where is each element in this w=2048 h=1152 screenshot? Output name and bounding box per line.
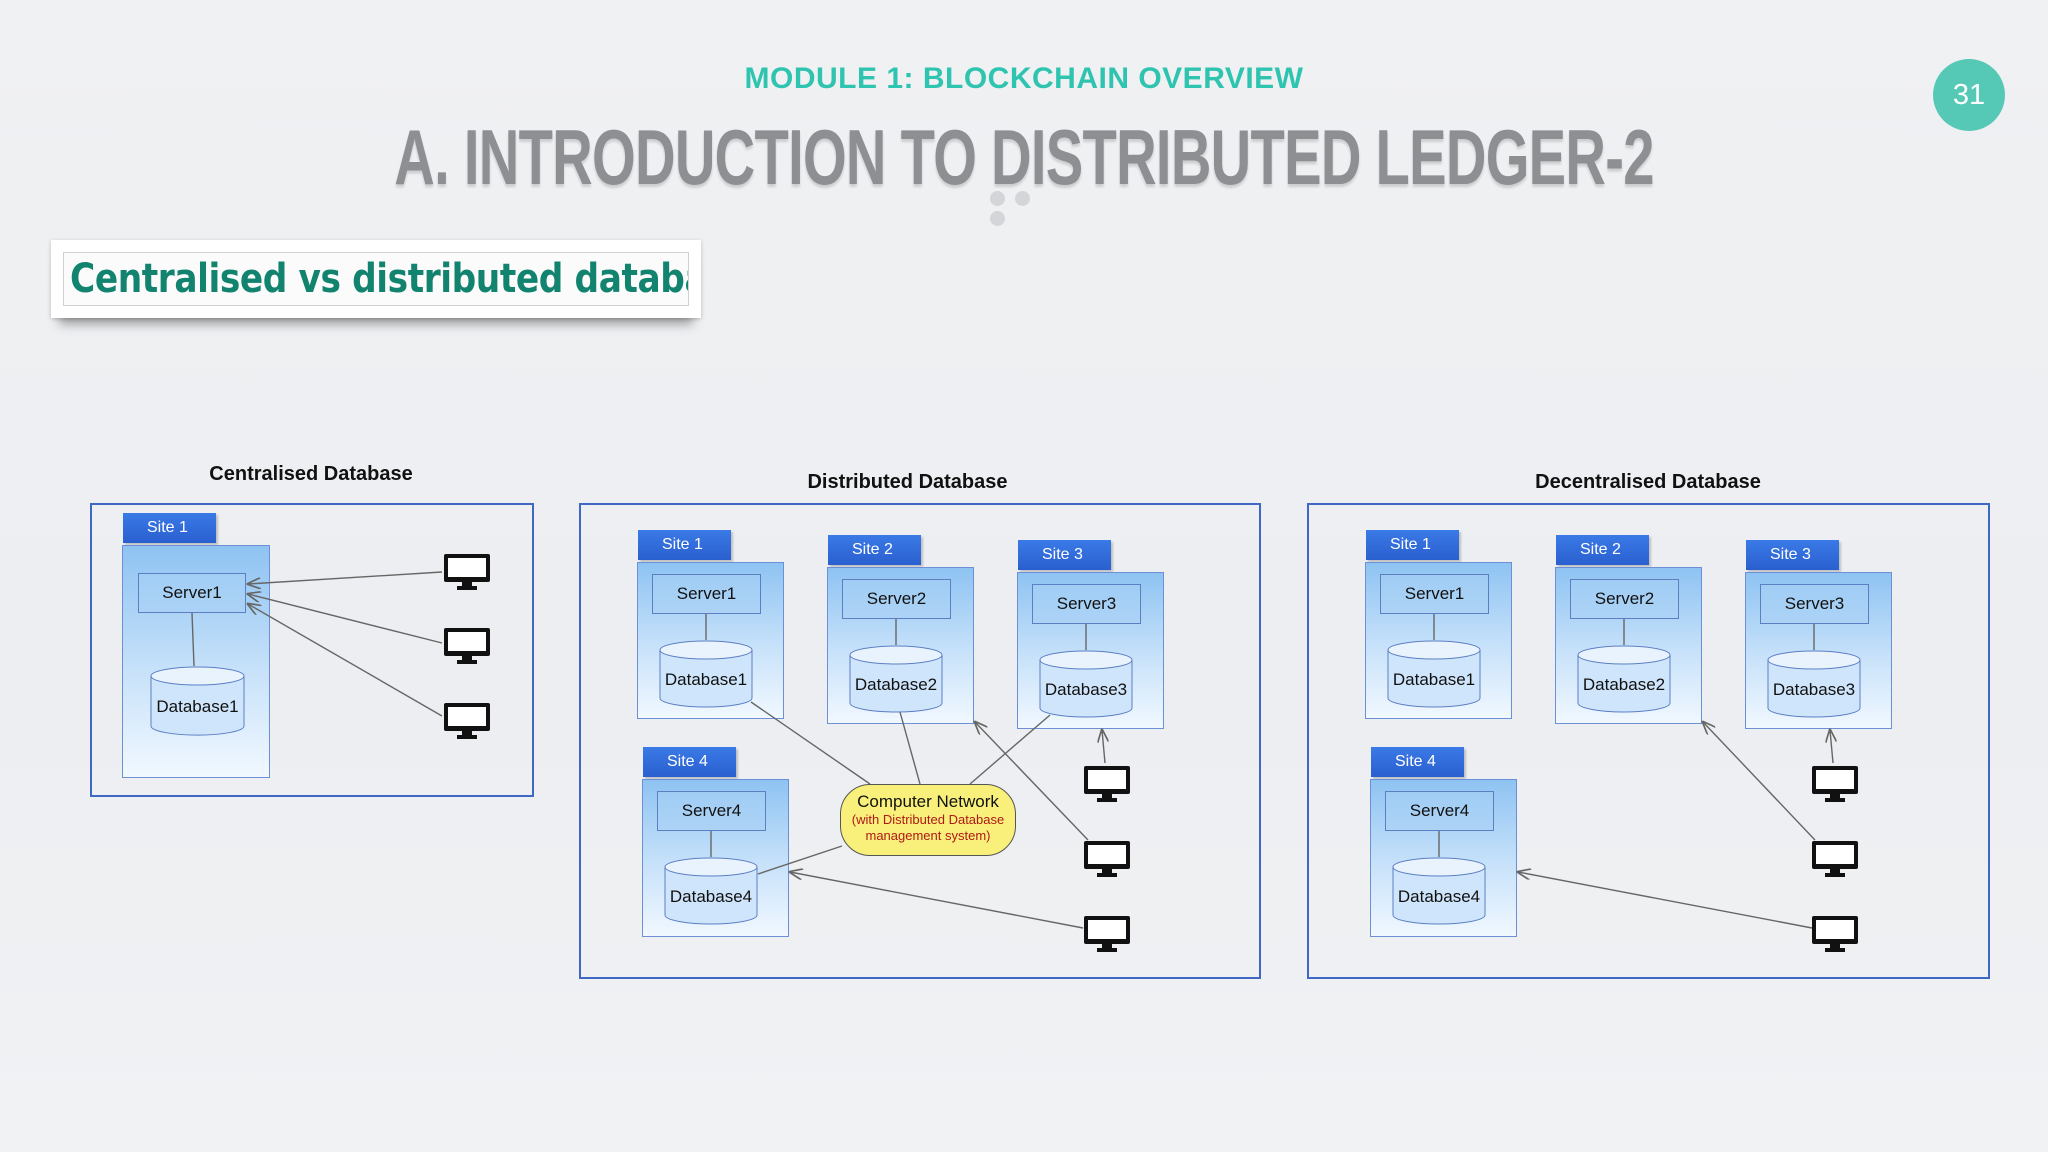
site-tab: Site 1: [1366, 530, 1459, 560]
subtitle-text: Centralised vs distributed databases: [70, 256, 688, 302]
server-box: Server3: [1032, 584, 1141, 624]
database-label: Database1: [664, 670, 748, 689]
site-tab: Site 4: [1371, 747, 1464, 777]
database-cylinder: Database2: [1577, 645, 1671, 713]
server-box: Server2: [1570, 579, 1679, 619]
decentralised-title: Decentralised Database: [1535, 471, 1761, 493]
monitor-icon: [1083, 915, 1131, 953]
server-box: Server2: [842, 579, 951, 619]
server-box: Server1: [652, 574, 761, 614]
database-cylinder: Database1: [150, 666, 245, 736]
slide-title: A. INTRODUCTION TO DISTRIBUTED LEDGER-2: [394, 113, 1654, 201]
subtitle-card: Centralised vs distributed databases: [51, 240, 701, 318]
monitor-icon: [1083, 765, 1131, 803]
network-label: Computer Network: [857, 792, 999, 811]
database-label: Database3: [1044, 680, 1128, 699]
server-box: Server4: [657, 791, 766, 831]
monitor-icon: [1811, 840, 1859, 878]
database-cylinder: Database4: [1392, 857, 1486, 925]
site-tab: Site 3: [1018, 540, 1111, 570]
centralised-title: Centralised Database: [209, 463, 413, 485]
server-box: Server4: [1385, 791, 1494, 831]
pager-dots: [990, 191, 1060, 226]
database-cylinder: Database1: [659, 640, 753, 708]
site-tab: Site 1: [123, 513, 216, 543]
database-cylinder: Database1: [1387, 640, 1481, 708]
server-box: Server1: [138, 573, 246, 613]
site-tab: Site 1: [638, 530, 731, 560]
database-label: Database2: [854, 675, 938, 694]
distributed-title: Distributed Database: [807, 471, 1008, 493]
database-label: Database4: [1397, 887, 1481, 906]
database-label: Database4: [669, 887, 753, 906]
database-cylinder: Database4: [664, 857, 758, 925]
site-tab: Site 2: [828, 535, 921, 565]
database-label: Database3: [1772, 680, 1856, 699]
database-label: Database1: [1392, 670, 1476, 689]
site-tab: Site 2: [1556, 535, 1649, 565]
database-cylinder: Database2: [849, 645, 943, 713]
database-label: Database1: [156, 697, 239, 716]
monitor-icon: [1083, 840, 1131, 878]
page-number-badge: 31: [1933, 59, 2005, 131]
module-heading: MODULE 1: BLOCKCHAIN OVERVIEW: [744, 62, 1304, 95]
monitor-icon: [443, 553, 491, 591]
network-sublabel: (with Distributed Database: [851, 812, 1005, 827]
site-tab: Site 4: [643, 747, 736, 777]
server-box: Server3: [1760, 584, 1869, 624]
database-cylinder: Database3: [1039, 650, 1133, 718]
monitor-icon: [1811, 915, 1859, 953]
site-tab: Site 3: [1746, 540, 1839, 570]
server-box: Server1: [1380, 574, 1489, 614]
database-cylinder: Database3: [1767, 650, 1861, 718]
network-sublabel: management system): [865, 828, 991, 843]
monitor-icon: [443, 627, 491, 665]
monitor-icon: [1811, 765, 1859, 803]
computer-network-node: Computer Network (with Distributed Datab…: [840, 784, 1016, 856]
monitor-icon: [443, 702, 491, 740]
database-label: Database2: [1582, 675, 1666, 694]
